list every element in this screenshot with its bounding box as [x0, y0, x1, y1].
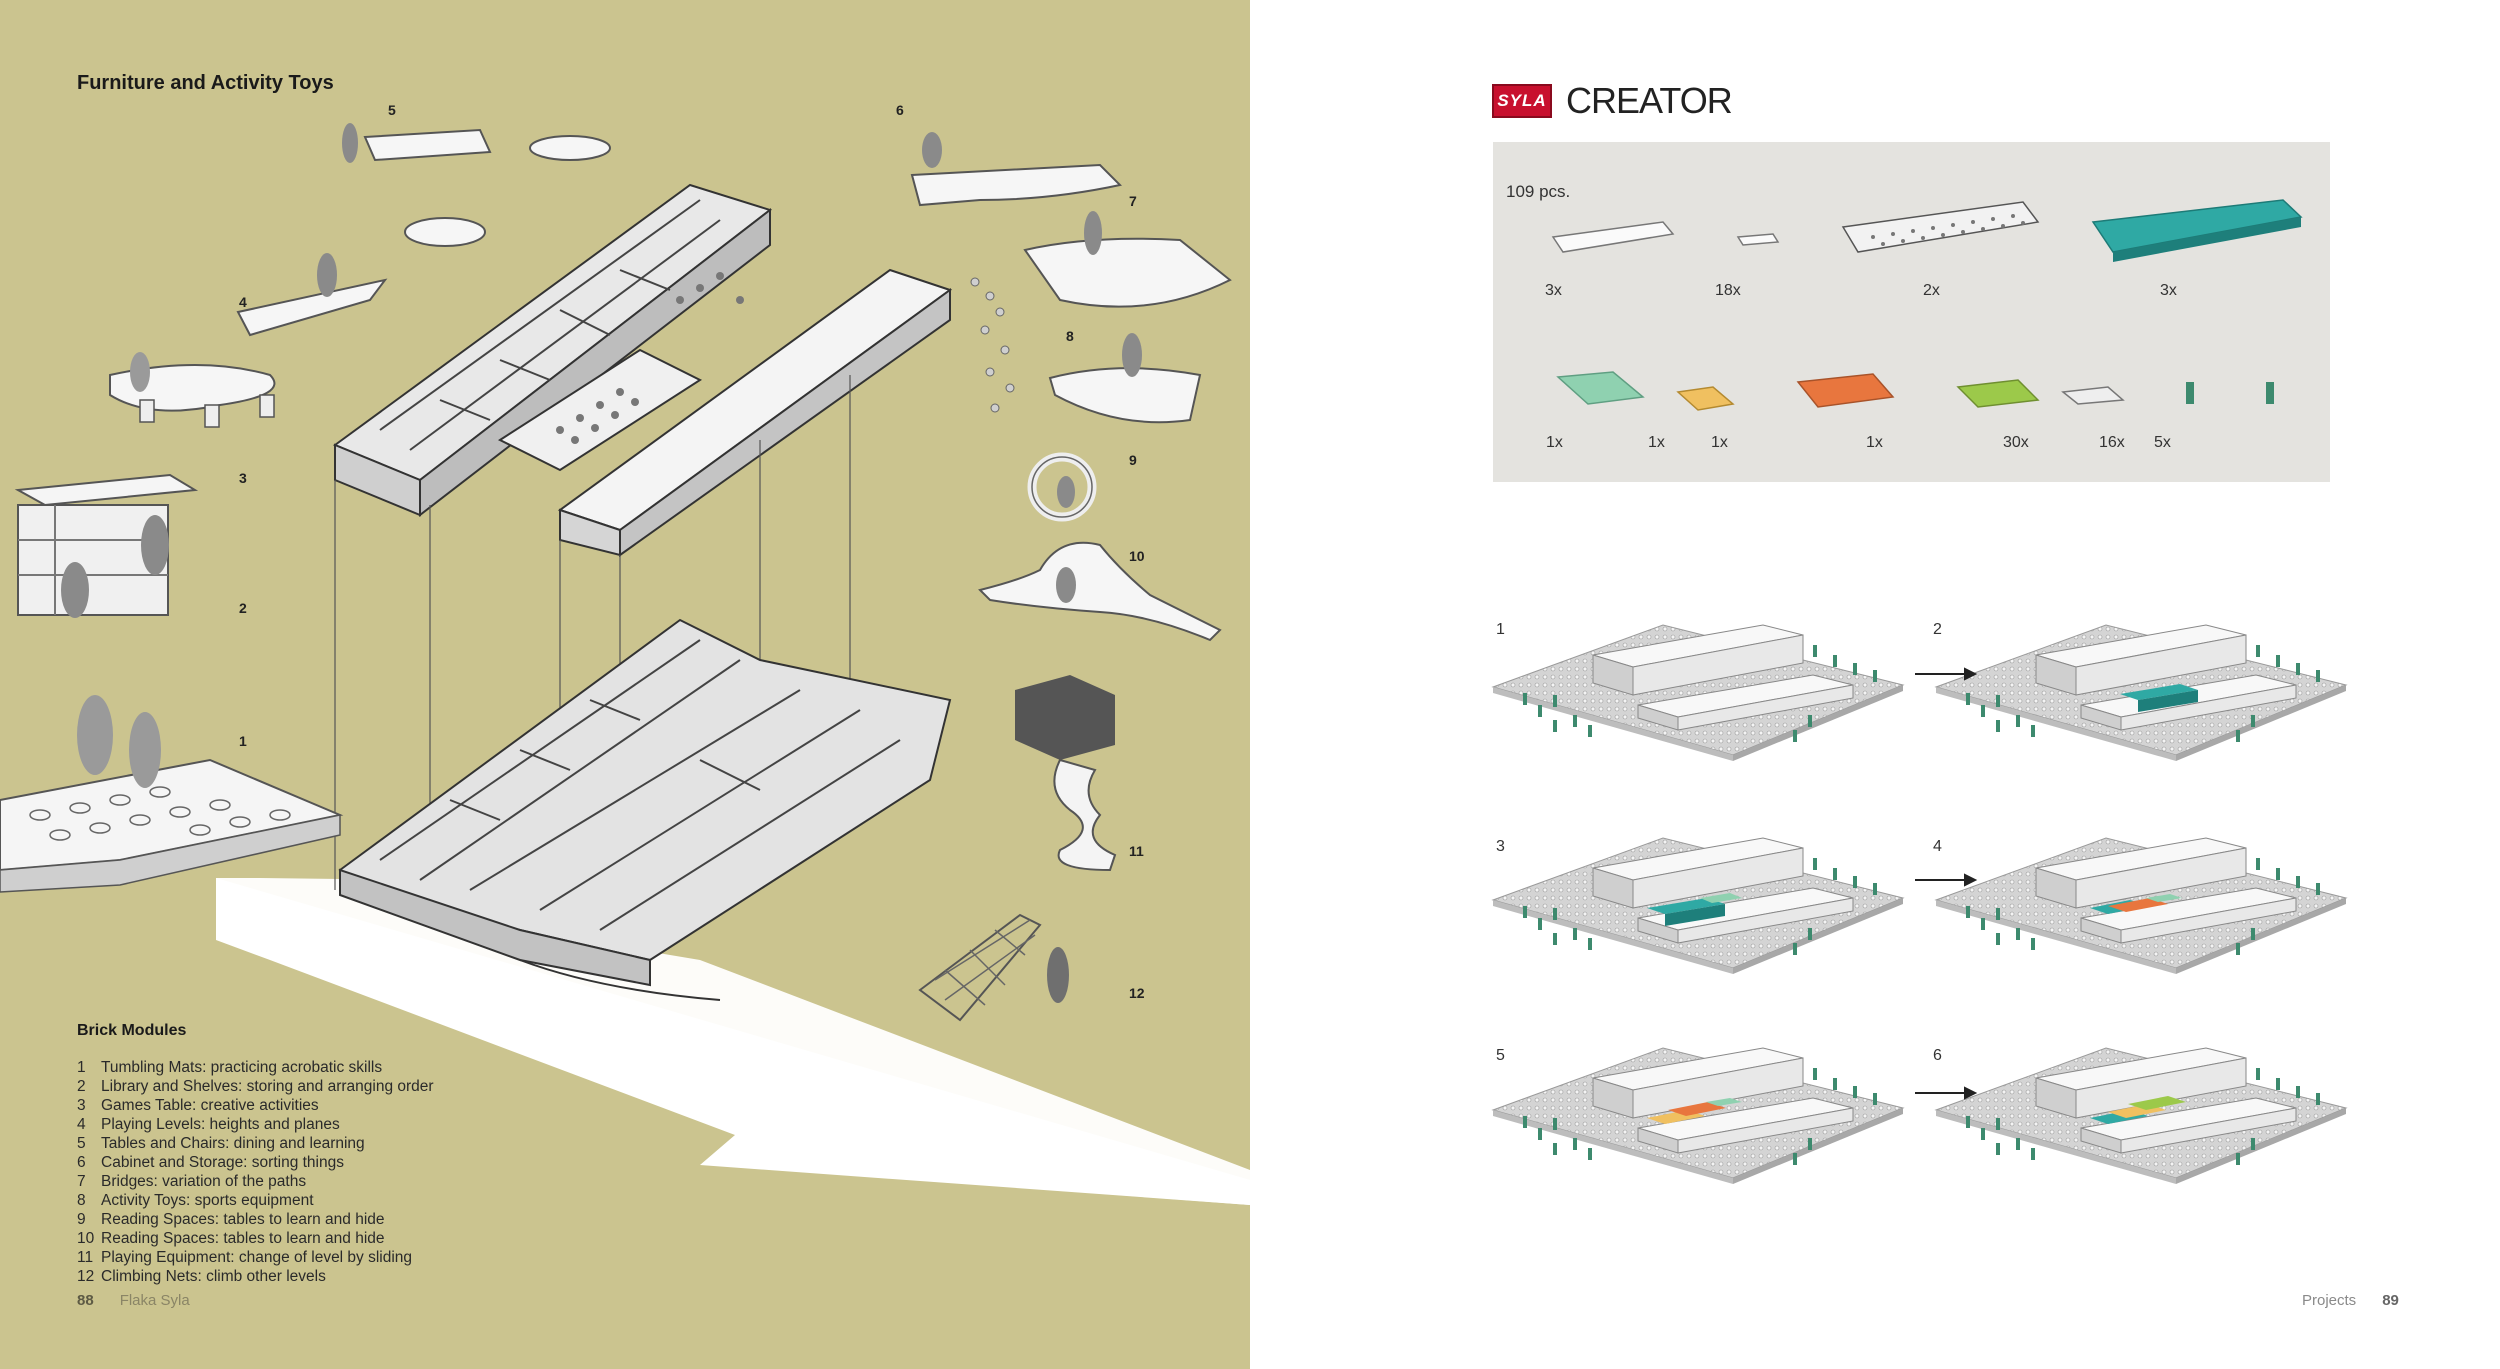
part-count: 1x: [1711, 434, 1728, 451]
figure-number-2: 2: [239, 600, 247, 616]
step-number-6: 6: [1933, 1047, 1942, 1064]
figure-number-5: 5: [388, 102, 396, 118]
running-head: Projects: [2302, 1292, 2357, 1309]
part-count: 18x: [1715, 282, 1741, 299]
right-folio: Projects 89: [2302, 1292, 2399, 1309]
part-count: 3x: [2160, 282, 2177, 299]
axonometric-illustration: [0, 123, 1250, 1205]
creator-logo: SYLA CREATOR: [1492, 80, 1733, 122]
part-count: 1x: [1546, 434, 1563, 451]
left-page: Furniture and Activity Toys: [0, 0, 1250, 1369]
legend-title: Brick Modules: [77, 1022, 187, 1039]
figure-number-12: 12: [1129, 985, 1145, 1001]
step-number-3: 3: [1496, 838, 1505, 855]
step-number-1: 1: [1496, 621, 1505, 638]
figure-number-10: 10: [1129, 548, 1145, 564]
part-count: 3x: [1545, 282, 1562, 299]
parts-illustration: [1551, 199, 2303, 411]
syla-badge: SYLA: [1492, 84, 1552, 118]
part-count: 1x: [1866, 434, 1883, 451]
figure-number-6: 6: [896, 102, 904, 118]
part-count: 5x: [2154, 434, 2171, 451]
step-number-2: 2: [1933, 621, 1942, 638]
figure-number-8: 8: [1066, 328, 1074, 344]
figure-number-7: 7: [1129, 193, 1137, 209]
part-count: 2x: [1923, 282, 1940, 299]
part-count: 1x: [1648, 434, 1665, 451]
figure-number-4: 4: [239, 294, 247, 310]
page-number: 89: [2382, 1292, 2399, 1309]
page-number: 88: [77, 1292, 94, 1309]
assembly-steps: [1492, 624, 2347, 1185]
figure-number-1: 1: [239, 733, 247, 749]
step-number-4: 4: [1933, 838, 1942, 855]
pieces-count: 109 pcs.: [1506, 182, 1571, 201]
right-page: SYLA CREATOR 109 pcs. 3x 18x 2x 3x 1x 1x…: [1250, 0, 2500, 1369]
part-count: 30x: [2003, 434, 2029, 451]
left-folio: 88 Flaka Syla: [77, 1292, 190, 1309]
figure-number-11: 11: [1129, 843, 1144, 859]
step-number-5: 5: [1496, 1047, 1505, 1064]
parts-panel: 109 pcs. 3x 18x 2x 3x 1x 1x 1x 1x 30x 16…: [1493, 142, 2330, 482]
part-count: 16x: [2099, 434, 2125, 451]
running-head: Flaka Syla: [119, 1292, 190, 1309]
figure-number-3: 3: [239, 470, 247, 486]
creator-wordmark: CREATOR: [1566, 80, 1733, 121]
figure-number-9: 9: [1129, 452, 1137, 468]
section-title: Furniture and Activity Toys: [77, 72, 334, 94]
